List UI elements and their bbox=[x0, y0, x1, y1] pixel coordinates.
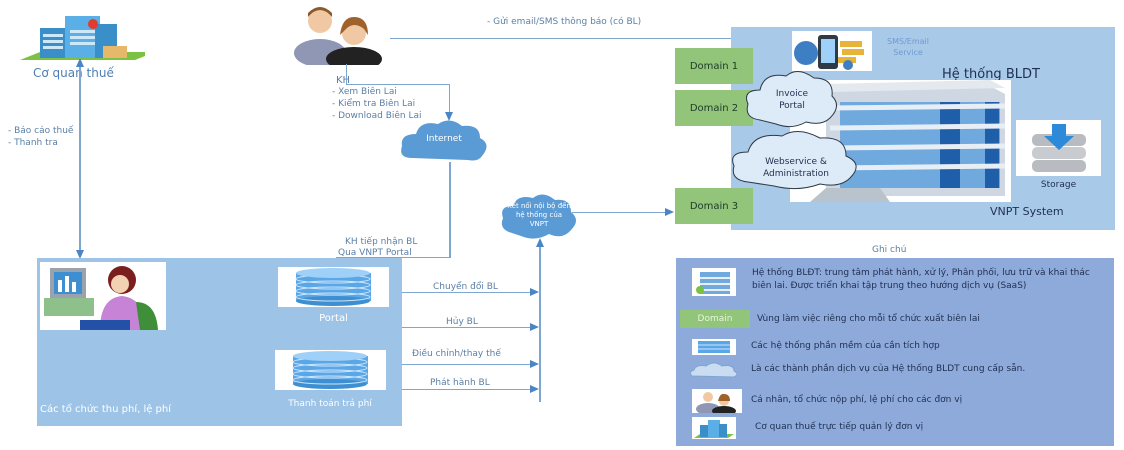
flow-line-adjust bbox=[402, 364, 532, 365]
legend-database-icon bbox=[692, 339, 736, 355]
arrow-right bbox=[665, 208, 674, 216]
vnpt-system-footer: VNPT System bbox=[990, 205, 1064, 218]
tax-office-icon bbox=[15, 8, 155, 63]
receive-label: Qua VNPT Portal bbox=[338, 248, 412, 258]
sms-email-service-icon bbox=[792, 31, 872, 71]
arrow-down bbox=[76, 250, 84, 259]
legend-tax-office-icon bbox=[692, 417, 736, 439]
arrow-down bbox=[445, 112, 453, 121]
domain-3: Domain 3 bbox=[675, 188, 753, 224]
notify-line bbox=[390, 38, 795, 39]
internet-cloud: Internet bbox=[398, 118, 490, 164]
flow-line-issue bbox=[402, 389, 532, 390]
payment-database bbox=[275, 350, 386, 390]
receive-label: KH tiếp nhận BL bbox=[345, 237, 418, 247]
legend-domain-chip: Domain bbox=[680, 310, 750, 328]
legend-item-text: Vùng làm việc riêng cho mỗi tổ chức xuất… bbox=[757, 314, 980, 324]
legend-item-text: Là các thành phần dịch vụ của Hệ thống B… bbox=[751, 364, 1026, 374]
arrow-up bbox=[76, 58, 84, 67]
legend-item-text: Hệ thống BLĐT: trung tâm phát hành, xử l… bbox=[752, 268, 1090, 291]
internal-connection-cloud: Kết nối nội bộ đến hệ thống của VNPT bbox=[499, 192, 579, 240]
legend-item-text: Các hệ thống phần mềm của cần tích hợp bbox=[751, 341, 940, 351]
invoice-portal-label: Invoice Portal bbox=[775, 89, 809, 111]
flow-adjust-label: Điều chỉnh/thay thế bbox=[412, 349, 501, 359]
storage-label: Storage bbox=[1040, 180, 1077, 190]
legend-panel bbox=[676, 258, 1114, 446]
customer-action: - Xem Biên Lai bbox=[332, 87, 397, 97]
flow-convert-label: Chuyển đổi BL bbox=[433, 282, 498, 292]
webservice-cloud: Webservice & Administration bbox=[728, 128, 868, 190]
people-icon bbox=[290, 3, 390, 71]
legend-cloud-icon bbox=[688, 362, 740, 380]
notify-label: - Gửi email/SMS thông báo (có BL) bbox=[487, 17, 642, 27]
domain-2: Domain 2 bbox=[675, 90, 753, 126]
tax-link-line bbox=[79, 62, 81, 252]
flow-cancel-label: Hủy BL bbox=[446, 317, 478, 327]
vnpt-system-title: Hệ thống BLDT bbox=[942, 67, 1040, 82]
legend-item-text: Cơ quan thuế trực tiếp quản lý đơn vị bbox=[755, 422, 924, 432]
payment-label: Thanh toán trả phí bbox=[288, 399, 372, 409]
storage-icon bbox=[1016, 120, 1101, 176]
customer-line-h bbox=[346, 84, 450, 85]
tax-action: - Báo cáo thuế bbox=[8, 126, 74, 136]
portal-database bbox=[278, 267, 389, 307]
arrow-up bbox=[536, 238, 544, 247]
flow-issue-label: Phát hành BL bbox=[430, 378, 490, 388]
sms-email-service-label: SMS/Email Service bbox=[887, 37, 929, 57]
internet-line-h bbox=[336, 257, 451, 258]
arrow-right bbox=[530, 288, 539, 296]
webservice-label: Webservice & Administration bbox=[763, 157, 829, 179]
invoice-portal-cloud: Invoice Portal bbox=[742, 68, 842, 128]
tax-action: - Thanh tra bbox=[8, 138, 58, 148]
customer-label: KH bbox=[336, 75, 351, 86]
internal-to-domain-line bbox=[572, 212, 668, 213]
tax-office-label: Cơ quan thuế bbox=[33, 66, 114, 80]
customer-action: - Download Biên Lai bbox=[332, 111, 422, 121]
internet-line bbox=[449, 162, 451, 257]
customer-line-v bbox=[449, 84, 450, 114]
internet-label: Internet bbox=[426, 134, 462, 144]
legend-people-icon bbox=[692, 389, 742, 416]
internal-connection-label: Kết nối nội bộ đến hệ thống của VNPT bbox=[507, 202, 571, 228]
domain-1: Domain 1 bbox=[675, 48, 753, 84]
flow-line-convert bbox=[402, 292, 532, 293]
org-panel-label: Các tổ chức thu phí, lệ phí bbox=[40, 404, 172, 415]
portal-label: Portal bbox=[319, 313, 348, 324]
arrow-right bbox=[530, 360, 539, 368]
flow-line-cancel bbox=[402, 327, 532, 328]
flow-collector-line bbox=[539, 240, 541, 402]
legend-item-text: Cá nhân, tổ chức nộp phí, lệ phí cho các… bbox=[751, 395, 963, 405]
legend-title: Ghi chú bbox=[872, 245, 907, 255]
clerk-illustration bbox=[40, 262, 166, 330]
customer-action: - Kiểm tra Biên Lai bbox=[332, 99, 416, 109]
legend-building-icon bbox=[692, 268, 736, 296]
arrow-right bbox=[530, 385, 539, 393]
customer-line bbox=[346, 64, 347, 84]
arrow-right bbox=[530, 323, 539, 331]
